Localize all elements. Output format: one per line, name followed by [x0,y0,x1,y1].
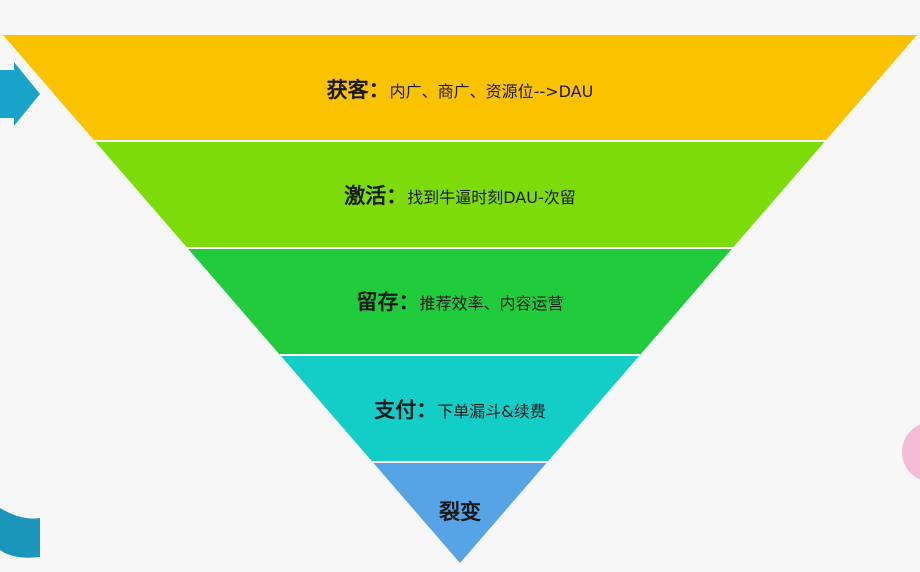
funnel-label-retention: 留存：推荐效率、内容运营 [0,288,920,318]
layer-activation [94,141,826,248]
layer-payment [280,355,640,462]
layer-description: 下单漏斗&续费 [437,402,546,421]
curve-arrow-icon [0,508,40,558]
layer-title: 裂变 [439,500,481,524]
layer-title: 留存 [356,290,399,314]
layer-separator: ： [398,290,420,314]
layer-description: 推荐效率、内容运营 [419,294,564,313]
layer-separator: ： [368,78,390,102]
decorative-circle [902,422,920,482]
layer-referral [372,462,548,563]
layer-title: 支付 [374,398,417,422]
funnel-label-payment: 支付：下单漏斗&续费 [0,396,920,426]
layer-description: 内广、商广、资源位-->DAU [389,82,594,101]
layer-separator: ： [416,398,438,422]
layer-retention [187,248,733,355]
arrow-right-icon [0,62,40,126]
layer-title: 获客 [326,78,369,102]
funnel-label-activation: 激活：找到牛逼时刻DAU-次留 [0,182,920,212]
funnel-label-acquisition: 获客：内广、商广、资源位-->DAU [0,76,920,106]
funnel-label-referral: 裂变 [0,498,920,528]
layer-acquisition [3,35,917,141]
layer-description: 找到牛逼时刻DAU-次留 [407,188,576,207]
layer-title: 激活 [344,184,387,208]
layer-separator: ： [386,184,408,208]
